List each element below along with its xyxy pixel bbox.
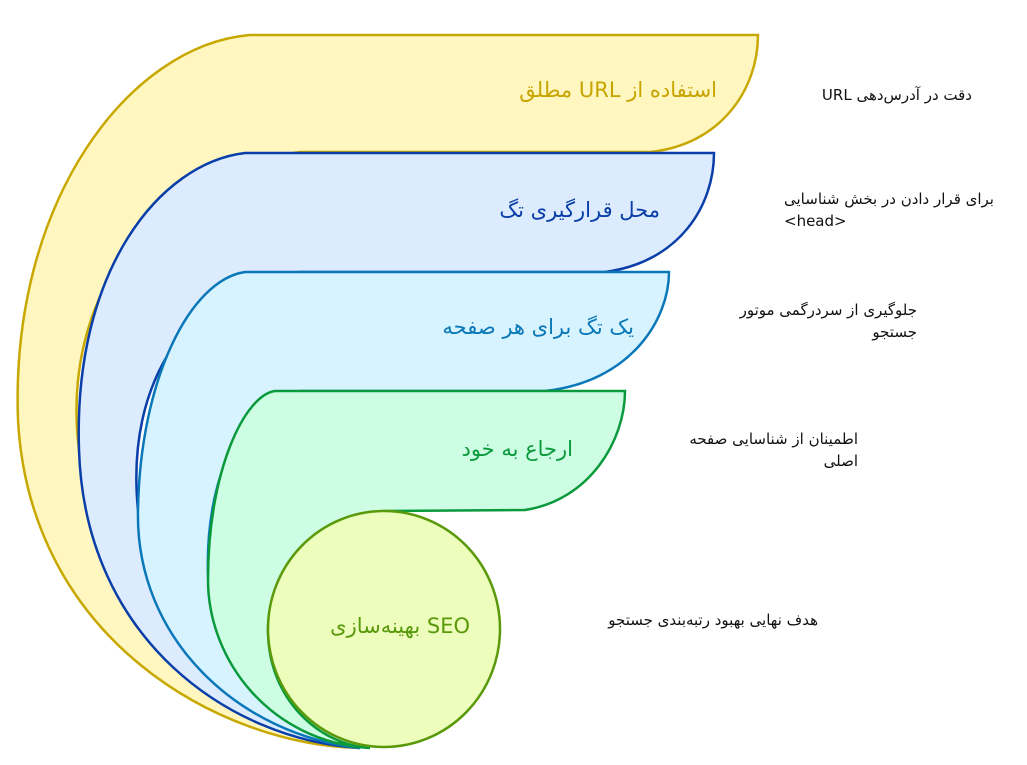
note-self-reference: اطمینان از شناسایی صفحه اصلی [689, 428, 858, 472]
note-one-tag-per-page: جلوگیری از سردرگمی موتور جستجو [740, 299, 917, 343]
layer-label-tag-placement: محل قرارگیری تگ [499, 198, 660, 222]
layer-shape-self-reference [206, 389, 627, 750]
note-line: اطمینان از شناسایی صفحه [689, 430, 858, 448]
note-line: برای قرار دادن در بخش شناسایی [784, 190, 994, 208]
layer-shape-seo-optimization [266, 509, 502, 749]
note-line: <head> [784, 212, 847, 230]
layer-label-absolute-url: استفاده از URL مطلق [519, 78, 717, 102]
note-tag-placement: برای قرار دادن در بخش شناسایی <head> [784, 188, 994, 232]
layer-label-one-tag-per-page: یک تگ برای هر صفحه [442, 315, 634, 339]
note-line: اصلی [823, 452, 858, 470]
note-absolute-url: دقت در آدرس‌دهی URL [821, 86, 972, 104]
layer-label-self-reference: ارجاع به خود [461, 437, 573, 461]
note-line: جستجو [872, 323, 917, 341]
layer-label-seo-optimization: SEO بهینه‌سازی [330, 614, 470, 638]
note-line: جلوگیری از سردرگمی موتور [739, 301, 917, 319]
note-seo-optimization: هدف نهایی بهبود رتبه‌بندی جستجو [608, 611, 818, 629]
